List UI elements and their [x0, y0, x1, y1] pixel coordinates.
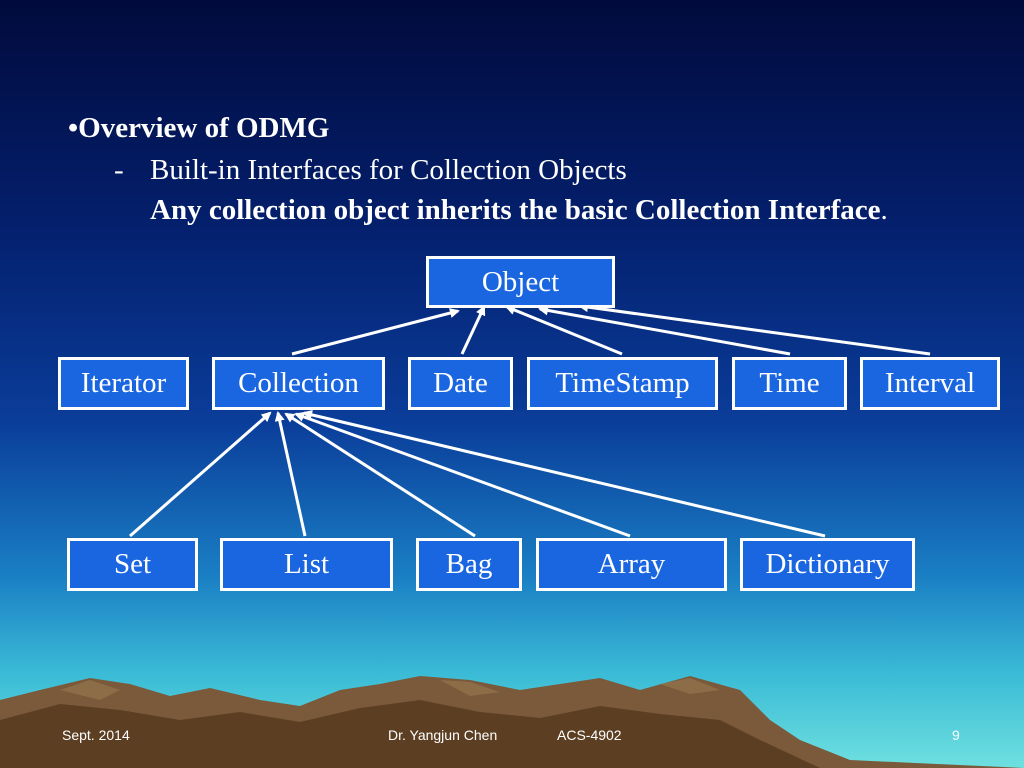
node-bag: Bag: [416, 538, 522, 591]
arrow-array-collection: [294, 412, 631, 538]
footer-course: ACS-4902: [557, 727, 622, 743]
node-list: List: [220, 538, 393, 591]
sub-dash: -: [114, 154, 124, 186]
node-time: Time: [732, 357, 847, 410]
note-period: .: [880, 194, 888, 226]
node-object: Object: [426, 256, 615, 308]
arrow-timestamp-object: [505, 305, 623, 356]
note: Any collection object inherits the basic…: [150, 194, 888, 227]
arrow-set-collection: [129, 411, 272, 538]
arrow-bag-collection: [284, 412, 476, 538]
arrow-collection-object: [291, 308, 460, 356]
footer-author: Dr. Yangjun Chen: [388, 727, 498, 743]
note-text: Any collection object inherits the basic…: [150, 194, 881, 226]
node-collection: Collection: [212, 357, 385, 410]
node-set: Set: [67, 538, 198, 591]
arrow-dictionary-collection: [302, 409, 826, 538]
node-date: Date: [408, 357, 513, 410]
arrow-time-object: [538, 305, 791, 356]
node-timestamp: TimeStamp: [527, 357, 718, 410]
heading-text: Overview of ODMG: [78, 112, 330, 144]
footer-page-number: 9: [952, 727, 960, 743]
sub-heading: Built-in Interfaces for Collection Objec…: [150, 154, 627, 186]
node-iterator: Iterator: [58, 357, 189, 410]
footer-date: Sept. 2014: [62, 727, 130, 743]
node-array: Array: [536, 538, 727, 591]
arrow-date-object: [460, 305, 486, 355]
heading: •Overview of ODMG: [68, 112, 329, 145]
arrow-interval-object: [578, 302, 931, 356]
bullet-char: •: [68, 112, 79, 144]
node-interval: Interval: [860, 357, 1000, 410]
arrow-list-collection: [274, 411, 307, 537]
node-dictionary: Dictionary: [740, 538, 915, 591]
